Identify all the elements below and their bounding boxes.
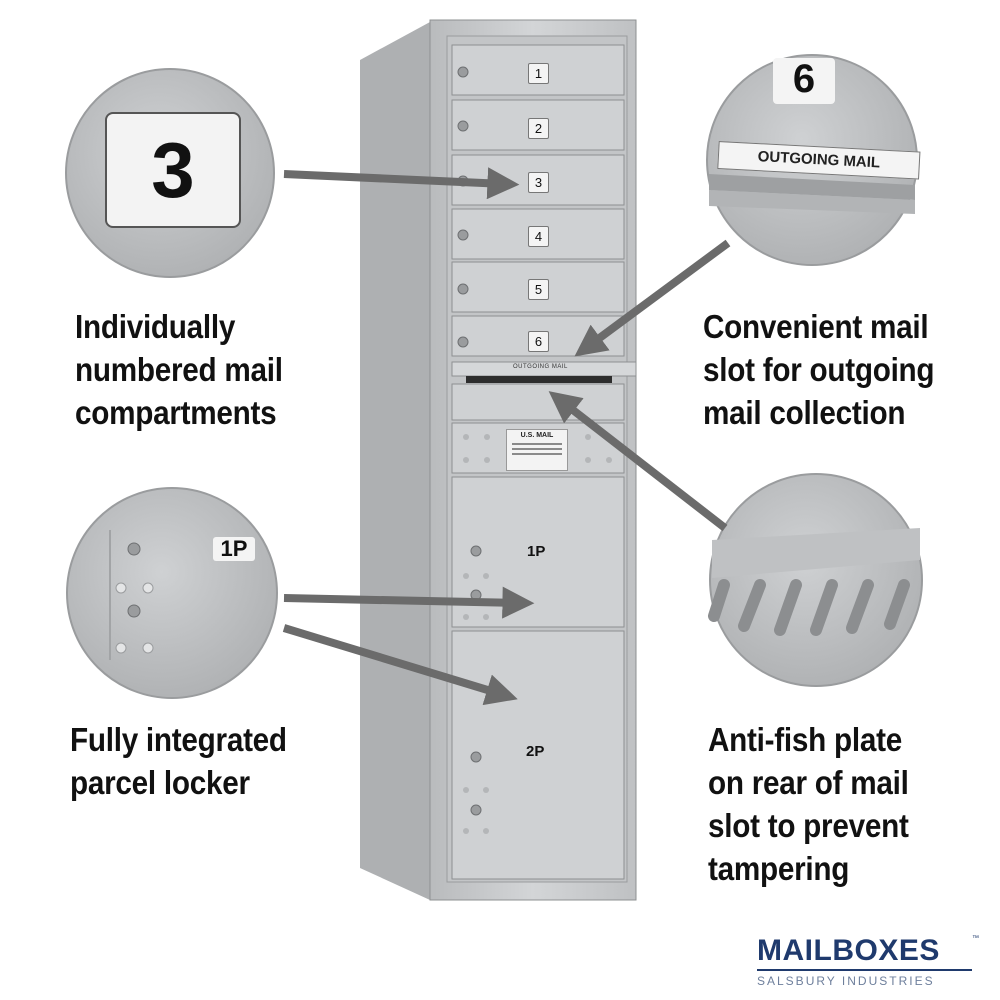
zoom-slot-number: 6 <box>773 58 835 104</box>
lock-icon <box>470 751 482 763</box>
lock-icon <box>470 804 482 816</box>
arrow-to-parcel-2p <box>282 624 518 706</box>
lock-icon <box>127 604 141 618</box>
arrow-to-antifish <box>548 391 728 532</box>
door-number-plate: 6 <box>528 331 549 352</box>
caption-outgoing-slot: Convenient mail slot for outgoing mail c… <box>703 308 935 431</box>
lock-icon <box>457 283 469 295</box>
brand-tagline: SALSBURY INDUSTRIES <box>757 974 935 988</box>
brand-name: MAILBOXES <box>757 934 940 967</box>
zoom-parcel-number: 1P <box>213 537 255 561</box>
parcel-number-2p: 2P <box>526 743 545 760</box>
outgoing-slot <box>451 361 637 421</box>
lock-icon <box>457 120 469 132</box>
caption-numbered-compartments: Individually numbered mail compartments <box>75 308 283 431</box>
zoom-number-plate: 3 <box>105 112 241 228</box>
parcel-number-1p: 1P <box>527 543 546 560</box>
outgoing-slot-opening <box>466 376 612 383</box>
mail-doors <box>451 44 625 357</box>
arrow-to-parcel-1p <box>283 586 535 619</box>
arrow-to-numbers <box>283 167 520 200</box>
lock-icon <box>457 229 469 241</box>
outgoing-mail-label: OUTGOING MAIL <box>513 364 568 370</box>
caption-antifish-plate: Anti-fish plate on rear of mail slot to … <box>708 721 909 887</box>
caption-parcel-locker: Fully integrated parcel locker <box>70 721 287 801</box>
lock-icon <box>457 66 469 78</box>
usps-label-title: U.S. MAIL <box>520 432 554 439</box>
mailbox-side-panel <box>360 22 430 900</box>
zoom-circle-antifish <box>708 473 923 687</box>
door-number-plate: 3 <box>528 172 549 193</box>
slot-panel <box>451 383 625 421</box>
door-number-plate: 4 <box>528 226 549 247</box>
lock-icon <box>470 545 482 557</box>
lock-icon <box>457 336 469 348</box>
zoom-circle-parcel <box>66 487 278 699</box>
door-number-plate: 5 <box>528 279 549 300</box>
trademark-symbol: ™ <box>972 935 979 942</box>
parcel-lockers <box>451 476 625 880</box>
usps-label-plate: U.S. MAIL <box>506 429 568 471</box>
arrow-to-slot <box>574 239 731 357</box>
brand-logo: MAILBOXES ™ SALSBURY INDUSTRIES <box>757 934 979 988</box>
callout-arrows <box>282 167 731 706</box>
door-locks <box>457 66 469 348</box>
lock-icon <box>127 542 141 556</box>
door-number-plate: 2 <box>528 118 549 139</box>
door-number-plate: 1 <box>528 63 549 84</box>
mailbox-unit <box>360 19 637 901</box>
